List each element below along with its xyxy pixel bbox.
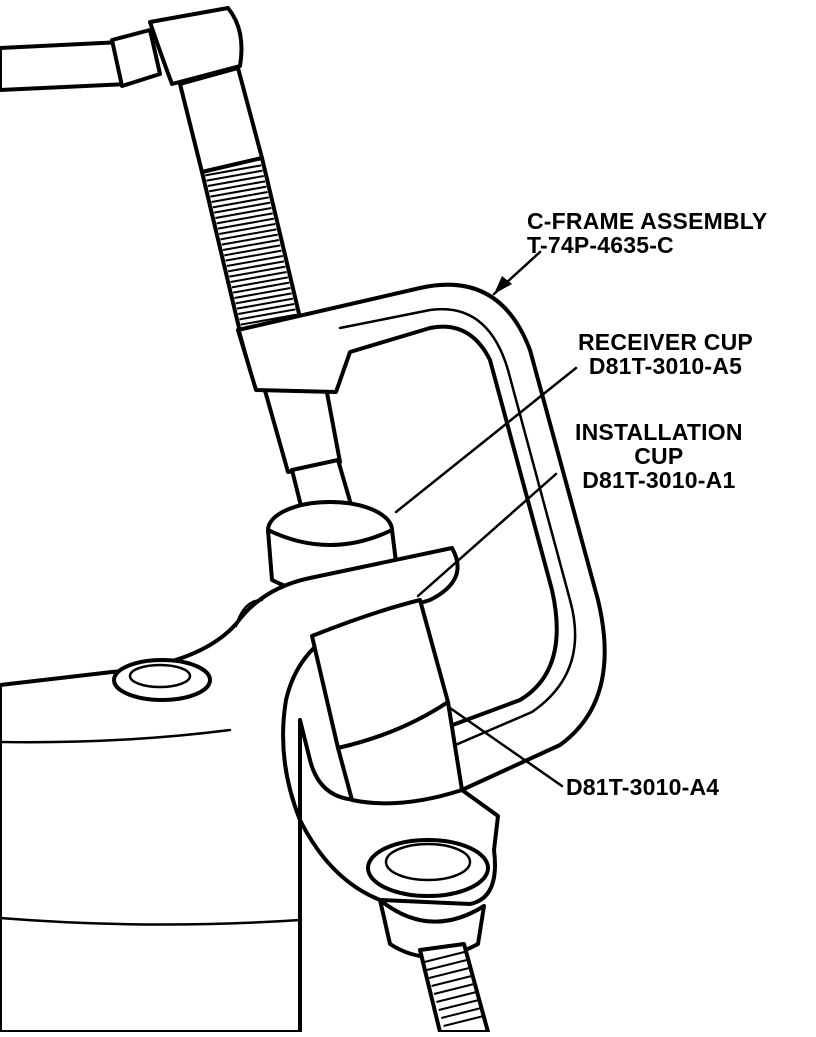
thread-line [431,975,472,987]
thread-line [212,196,270,209]
installation-cup [310,598,464,806]
thread-line [213,201,271,214]
thread-line [231,276,289,289]
thread-line [424,951,465,963]
thread-line [232,281,290,294]
ratchet-handle [0,6,264,174]
thread-line [240,313,297,326]
receiver-cup-label: RECEIVER CUP D81T-3010-A5 [578,330,753,378]
thread-line [211,191,268,203]
c-frame [236,282,607,802]
control-arm [0,546,500,1034]
thread-line [222,239,280,251]
thread-line [436,991,477,1003]
thread-line [234,287,291,299]
adapter-label: D81T-3010-A4 [566,775,719,799]
adapter-part-number: D81T-3010-A4 [566,774,720,800]
thread-line [443,1015,484,1027]
thread-line [207,175,264,187]
thread-line [238,303,295,315]
thread-line [208,180,266,193]
installation-cup-name-line2: CUP [634,443,684,469]
thread-line [438,999,480,1011]
forcing-screw [200,156,354,520]
thread-line [224,244,281,257]
receiver-cup-name: RECEIVER CUP [578,329,753,355]
c-frame-part-number: T-74P-4635-C [527,232,674,258]
thread-line [220,228,277,241]
thread-line [236,297,294,310]
installation-cup-label: INSTALLATION CUP D81T-3010-A1 [575,420,743,492]
thread-line [230,271,287,283]
thread-line [215,207,272,219]
thread-line [205,164,262,177]
c-frame-label: C-FRAME ASSEMBLY T-74P-4635-C [527,209,767,257]
thread-line [428,967,470,979]
thread-line [216,212,273,225]
ball-joint [366,838,490,1034]
thread-line [225,249,282,262]
thread-line [206,169,263,182]
thread-line [226,255,283,267]
thread-line [210,185,267,198]
thread-line [433,983,475,995]
thread-line [229,265,286,278]
thread-line [440,1007,482,1019]
thread-line [221,233,278,246]
c-frame-name: C-FRAME ASSEMBLY [527,208,768,234]
leader-lines [394,250,578,788]
thread-line [235,292,292,305]
receiver-cup-part-number: D81T-3010-A5 [588,353,743,379]
thread-line [217,217,275,230]
installation-cup-name-line1: INSTALLATION [575,419,743,445]
thread-line [426,959,468,971]
thread-line [227,260,285,273]
thread-line [239,308,296,321]
installation-cup-part-number: D81T-3010-A1 [582,467,736,493]
thread-line [219,223,276,235]
